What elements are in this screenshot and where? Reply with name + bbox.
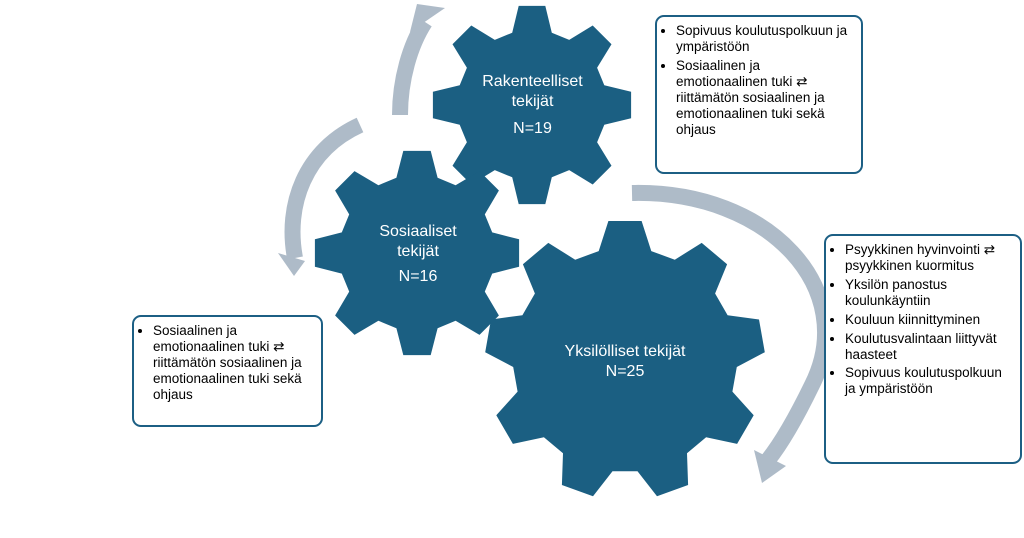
gear-individual bbox=[485, 221, 765, 497]
arrow-head-structural-up bbox=[410, 4, 445, 32]
gear-count-individual: N=25 bbox=[605, 363, 645, 380]
list-item: Psyykkinen hyvinvointi ⇄ psyykkinen kuor… bbox=[845, 242, 1012, 274]
list-item: Yksilön panostus koulunkäyntiin bbox=[845, 277, 1012, 309]
arrow-head-social-to-structural bbox=[278, 253, 305, 276]
list-item: Sopivuus koulutuspolkuun ja ympäristöön bbox=[845, 365, 1012, 397]
info-list-structural: Sopivuus koulutuspolkuun ja ympäristöön … bbox=[663, 23, 853, 137]
gear-individual-shape bbox=[485, 221, 765, 497]
gear-structural-shape bbox=[432, 5, 632, 205]
list-item: Sopivuus koulutuspolkuun ja ympäristöön bbox=[676, 23, 853, 55]
info-box-individual: Psyykkinen hyvinvointi ⇄ psyykkinen kuor… bbox=[824, 234, 1022, 464]
gear-count-social: N=16 bbox=[398, 268, 438, 285]
gear-social-shape bbox=[314, 150, 520, 356]
gear-social bbox=[314, 150, 520, 356]
gear-title-social: Sosiaaliset tekijät bbox=[379, 223, 457, 260]
info-list-social: Sosiaalinen ja emotionaalinen tuki ⇄ rii… bbox=[140, 323, 313, 403]
list-item: Kouluun kiinnittyminen bbox=[845, 312, 1012, 328]
curved-arrow-structural-up bbox=[392, 17, 432, 116]
arrow-head-structural-to-individual bbox=[754, 450, 786, 483]
info-list-individual: Psyykkinen hyvinvointi ⇄ psyykkinen kuor… bbox=[832, 242, 1012, 397]
curved-arrow-social-to-structural bbox=[284, 117, 364, 260]
gear-label-individual: Yksilölliset tekijät N=25 bbox=[540, 342, 710, 382]
list-item: Sosiaalinen ja emotionaalinen tuki ⇄ rii… bbox=[676, 58, 853, 138]
gear-count-structural: N=19 bbox=[513, 120, 552, 137]
gear-structural bbox=[432, 5, 632, 205]
list-item: Sosiaalinen ja emotionaalinen tuki ⇄ rii… bbox=[153, 323, 313, 403]
list-item: Koulutusvalintaan liittyvät haasteet bbox=[845, 331, 1012, 363]
gear-title-structural: Rakenteelliset tekijät bbox=[482, 73, 583, 110]
gear-label-structural: Rakenteelliset tekijät N=19 bbox=[455, 72, 610, 139]
gear-label-social: Sosiaaliset tekijät N=16 bbox=[358, 222, 478, 287]
info-box-structural: Sopivuus koulutuspolkuun ja ympäristöön … bbox=[655, 15, 863, 174]
gear-title-individual: Yksilölliset tekijät bbox=[564, 343, 686, 360]
info-box-social: Sosiaalinen ja emotionaalinen tuki ⇄ rii… bbox=[132, 315, 323, 427]
